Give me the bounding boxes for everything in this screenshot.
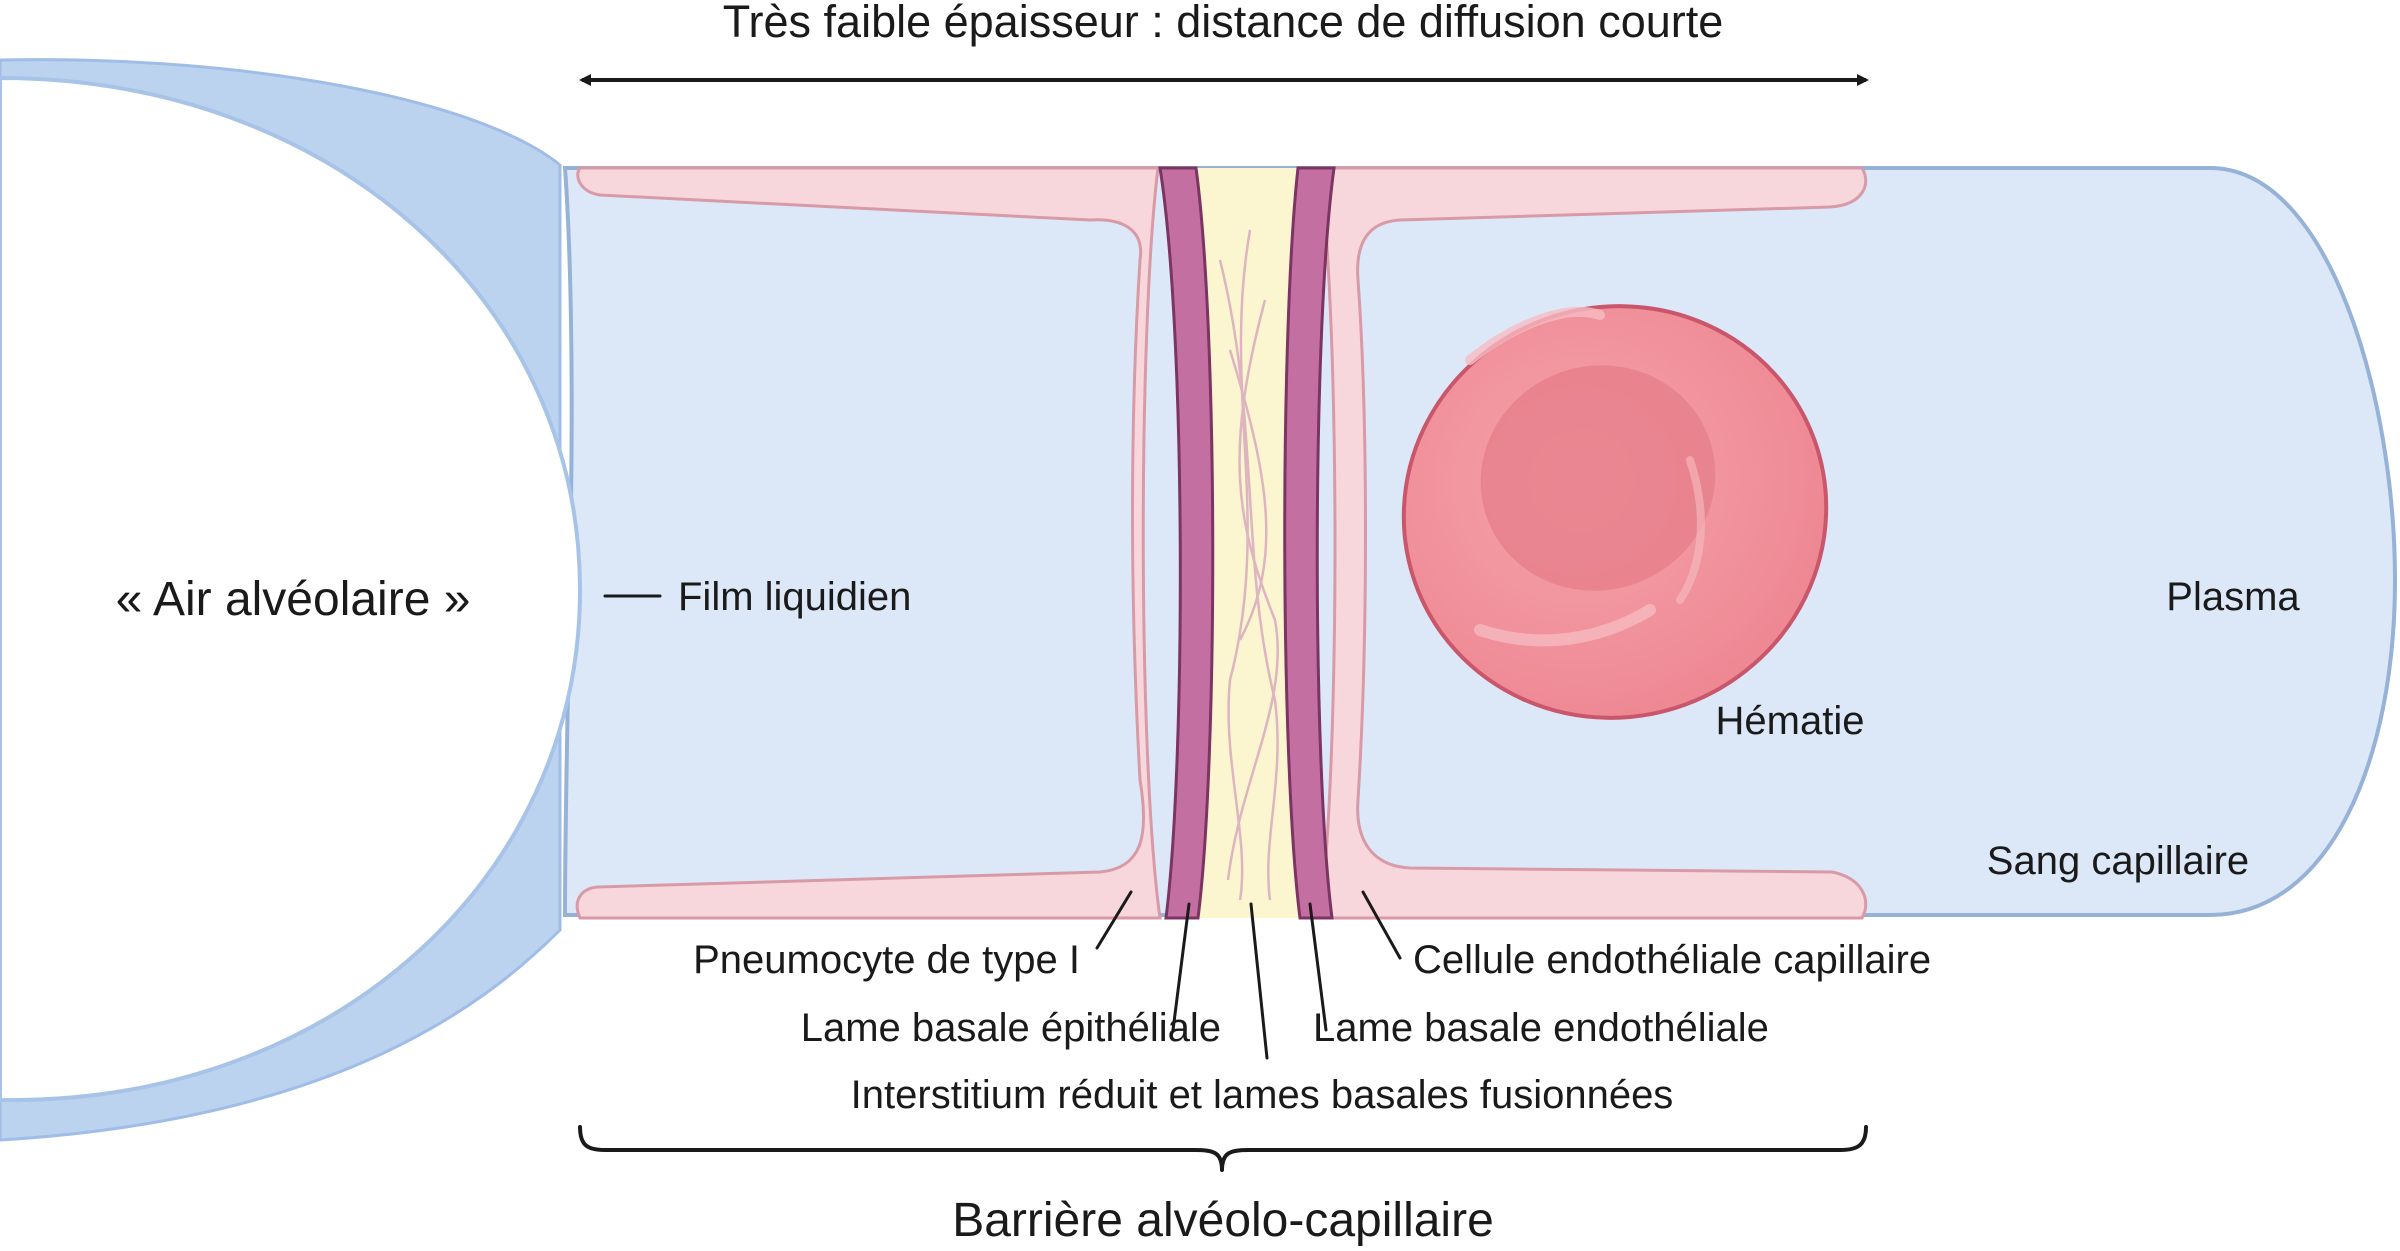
interstitium-leader — [1249, 902, 1269, 1060]
alveolar-air-space — [0, 75, 583, 1103]
endothelial-basal-lamina — [1283, 166, 1336, 920]
lame-epi-leader — [1171, 902, 1191, 1032]
endothelial-cell — [1318, 166, 1868, 920]
interstitium-fibers — [1218, 229, 1280, 901]
top-label: Très faible épaisseur : distance de diff… — [723, 0, 1724, 47]
blood-label: Sang capillaire — [1987, 839, 2249, 883]
barrier-brace — [578, 1125, 1868, 1172]
epithelial-basal-lamina — [1158, 166, 1215, 920]
endothelial-label: Cellule endothéliale capillaire — [1413, 938, 1931, 982]
lame-epi-label: Lame basale épithéliale — [801, 1006, 1221, 1050]
plasma-label: Plasma — [2166, 575, 2300, 619]
rbc-label: Hématie — [1716, 699, 1865, 743]
red-blood-cell — [1401, 304, 1829, 720]
endothelial-leader — [1361, 890, 1402, 960]
lame-endo-leader — [1308, 902, 1328, 1032]
film-label: Film liquidien — [678, 575, 911, 619]
pneumocyte-type-1 — [575, 166, 1162, 920]
air-label: « Air alvéolaire » — [116, 573, 471, 626]
lame-endo-label: Lame basale endothéliale — [1313, 1006, 1769, 1050]
pneumocyte-leader — [1095, 890, 1133, 950]
interstitium-label: Interstitium réduit et lames basales fus… — [851, 1073, 1674, 1117]
barrier-label: Barrière alvéolo-capillaire — [952, 1194, 1494, 1247]
pneumocyte-label: Pneumocyte de type I — [693, 938, 1080, 982]
